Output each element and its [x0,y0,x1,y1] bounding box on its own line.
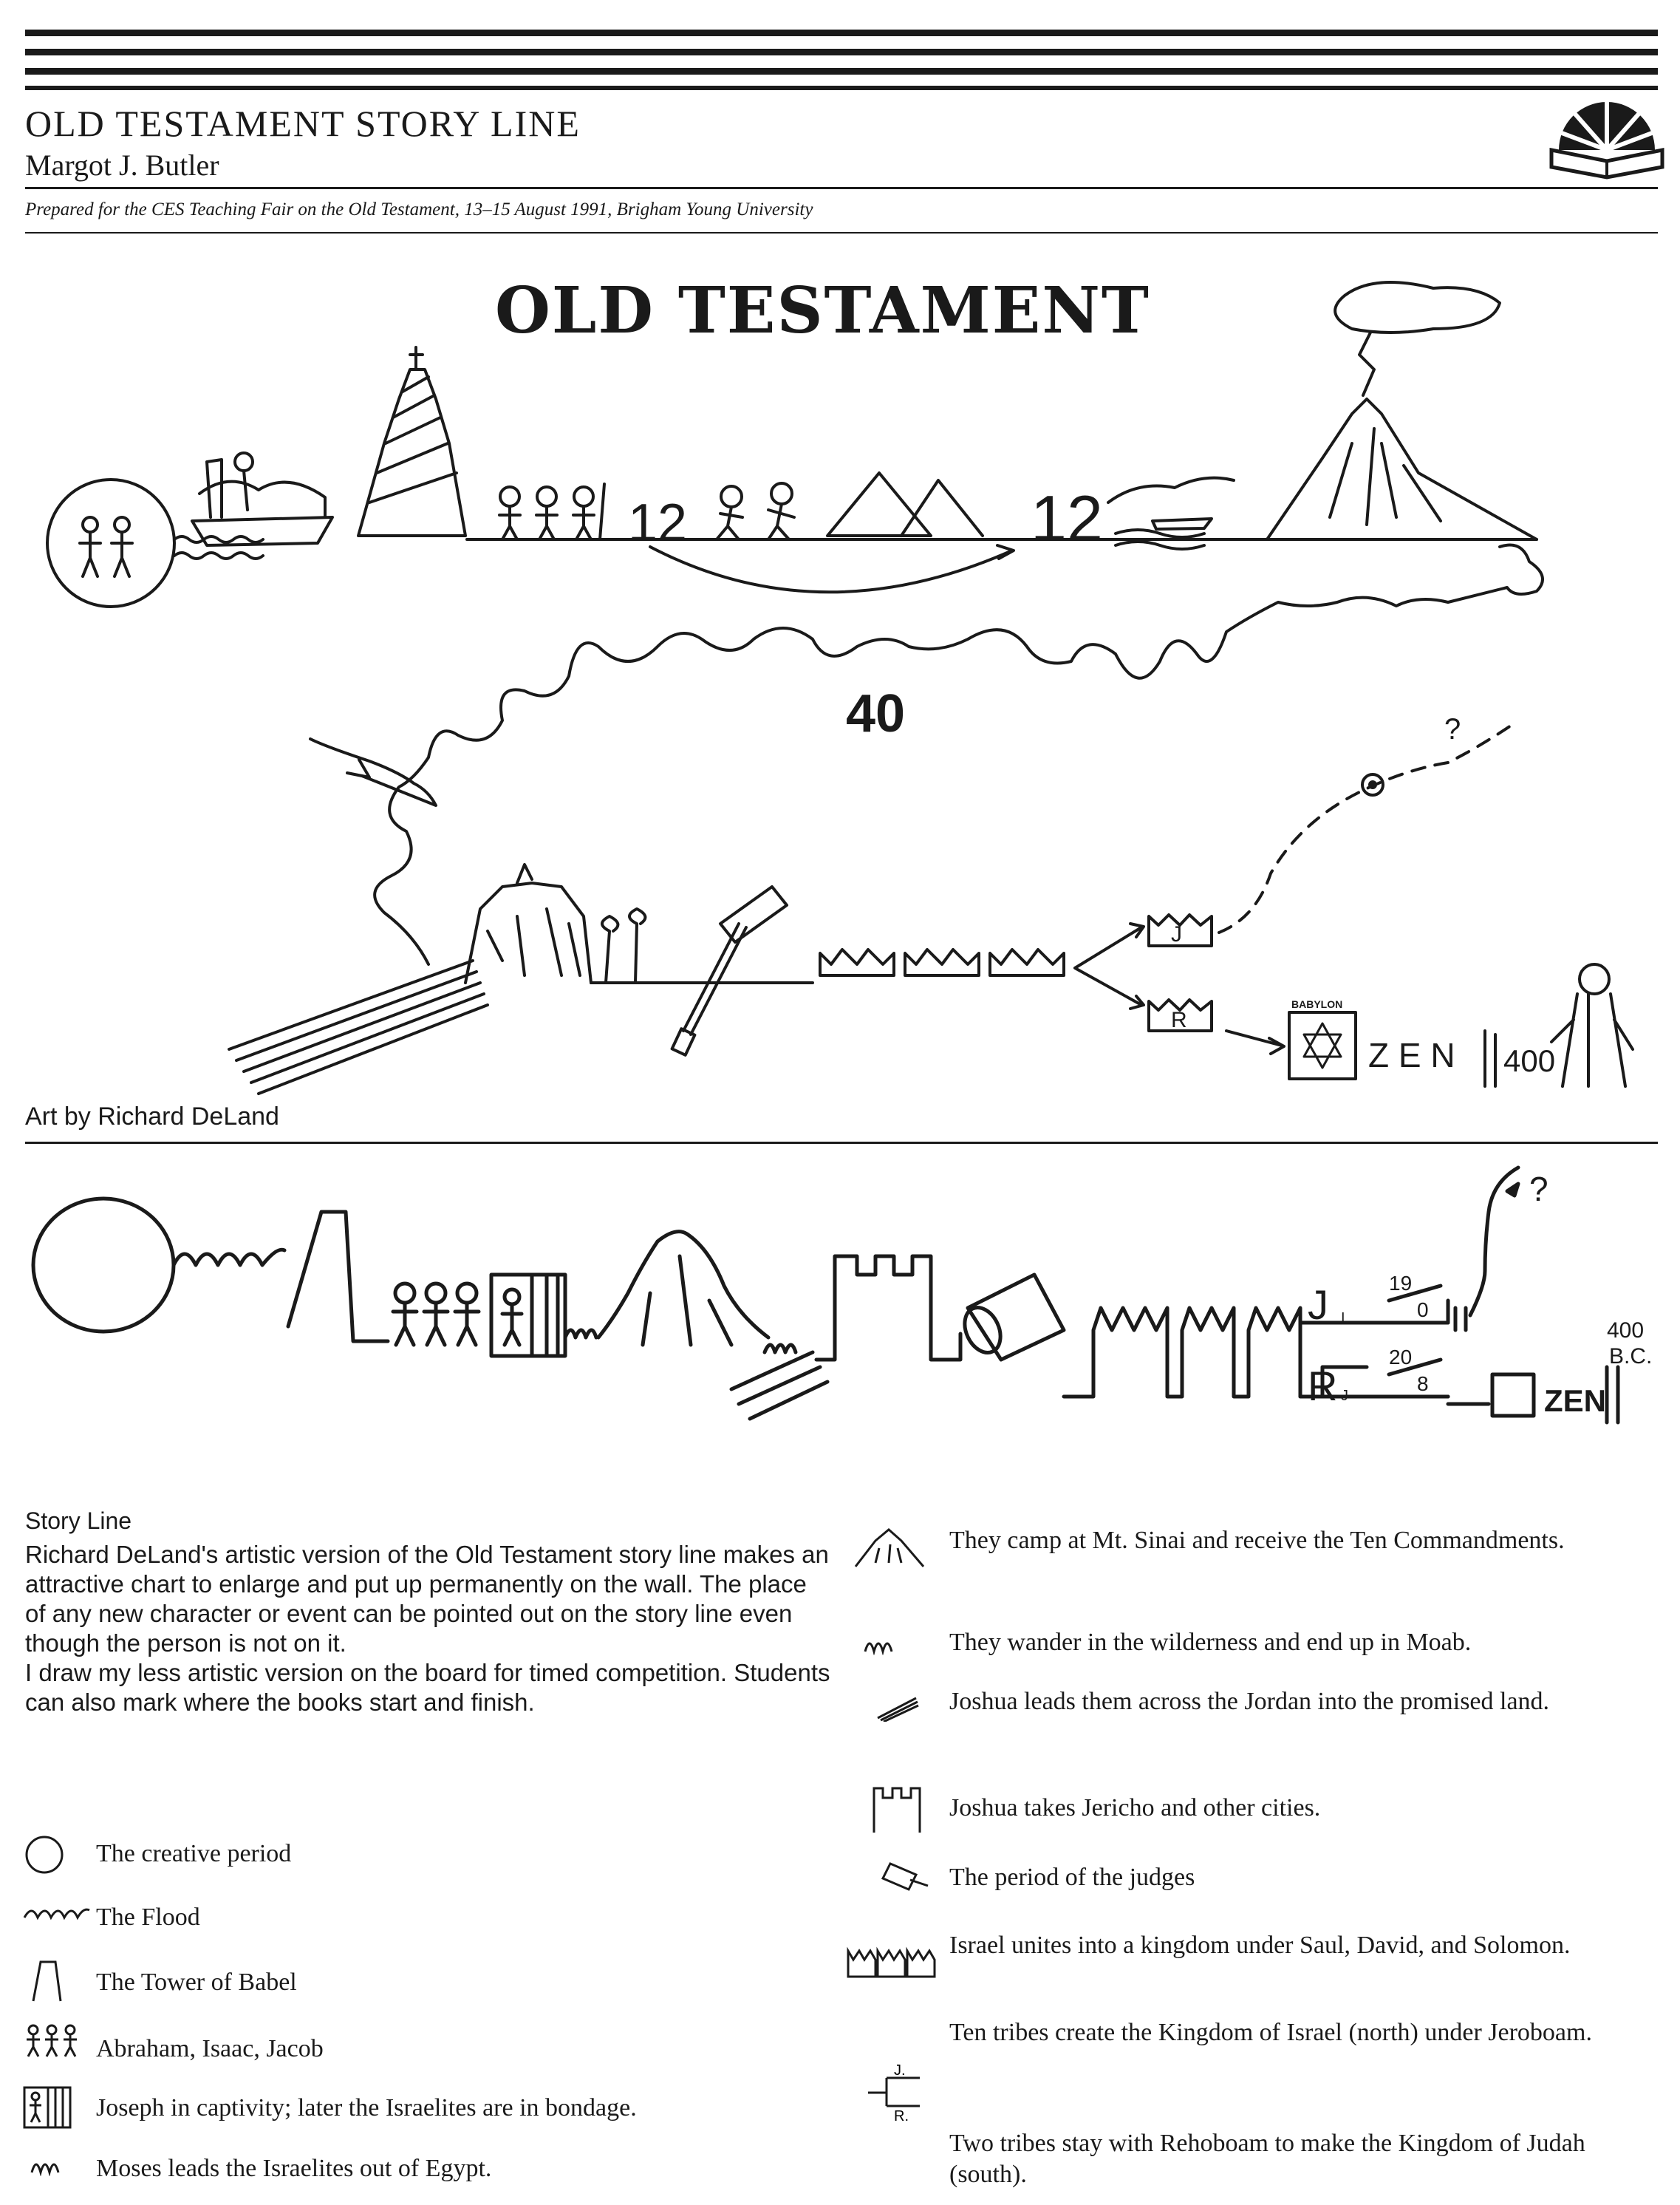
old-testament-illustration: 12 12 40 400 J R ? BABYLON Z E N [46,281,1634,1095]
three-crowns [819,948,1065,977]
legend-right-item: The period of the judges [949,1864,1195,1891]
crown-letter-j: J [1171,922,1182,947]
small-loops-icon [864,1642,893,1655]
story-paragraph-1: Richard DeLand's artistic version of the… [25,1541,829,1657]
jericho [464,863,647,984]
header-subtitle: Prepared for the CES Teaching Fair on th… [25,200,813,219]
header-rule-2 [25,49,1658,55]
story-j-fraction-top: 19 [1389,1272,1412,1295]
art-credit: Art by Richard DeLand [25,1102,279,1131]
babylon-box [1288,1011,1357,1080]
number-12-second: 12 [1031,482,1103,555]
number-40: 40 [846,684,905,743]
jesus-figure [1550,963,1634,1088]
waves-icon [23,1908,90,1921]
river-crossing-icon [877,1697,919,1722]
story-r-fraction-bottom: 8 [1417,1372,1429,1395]
legend-right-item: Joshua leads them across the Jordan into… [949,1688,1550,1715]
legend-left-item: Moses leads the Israelites out of Egypt. [96,2155,492,2182]
prison-bars-icon [23,2086,72,2129]
story-j-sub: I [1341,1310,1345,1326]
loops-icon [30,2163,60,2176]
header-rule-1 [25,30,1658,36]
circle-icon [25,1836,64,1874]
legend-right-item: Joshua takes Jericho and other cities. [949,1794,1321,1821]
header-rule-4 [25,86,1658,90]
story-line-body: Richard DeLand's artistic version of the… [25,1540,830,1717]
story-r-sub: J [1341,1388,1348,1404]
book-sunrise-icon [1549,100,1664,180]
story-zen-label: ZEN [1544,1383,1606,1418]
author-name: Margot J. Butler [25,149,219,182]
legend-left-item: The Flood [96,1904,200,1931]
mountain-icon [854,1528,925,1567]
document-title: OLD TESTAMENT STORY LINE [25,103,581,144]
story-j-label: J [1308,1281,1328,1328]
tower-of-babel [357,346,467,537]
illustration-divider [25,1142,1658,1144]
creation-circle [46,478,176,608]
legend-right-item: Two tribes stay with Rehoboam to make th… [949,2130,1585,2188]
mount-sinai [1266,281,1538,541]
legend-right-item: They wander in the wilderness and end up… [949,1629,1472,1656]
three-figures-icon [27,2024,77,2057]
header-rule-3 [25,68,1658,75]
story-paragraph-2: I draw my less artistic version on the b… [25,1659,830,1716]
gavel-icon [881,1862,929,1891]
subtitle-divider [25,232,1658,234]
tower-icon [32,1960,62,2002]
story-r-fraction-top: 20 [1389,1346,1412,1369]
svg-text:J.: J. [894,2062,906,2079]
legend-right-item: Israel unites into a kingdom under Saul,… [949,1932,1571,1959]
number-400: 400 [1503,1043,1555,1078]
crown-judah [1147,913,1213,947]
story-j-fraction-bottom: 0 [1417,1298,1429,1321]
three-crowns-icon [847,1946,936,1978]
three-patriarchs [498,483,606,541]
legend-left-item: The Tower of Babel [96,1969,297,1996]
ark-drawing [191,451,334,547]
illustration-title: OLD TESTAMENT [495,273,1150,348]
pyramids [826,471,984,537]
legend-left-item: The creative period [96,1840,292,1867]
crown-israel [1147,998,1213,1032]
story-r-label: R [1308,1363,1337,1409]
question-mark-illustration: ? [1444,713,1461,746]
header-divider [25,187,1658,189]
crown-letter-r: R [1171,1008,1187,1032]
story-line-heading: Story Line [25,1507,132,1534]
babylon-label: BABYLON [1291,998,1342,1010]
gavel [670,885,788,1057]
number-12-first: 12 [628,494,687,553]
legend-right-item: They camp at Mt. Sinai and receive the T… [949,1527,1565,1554]
kingdom-split-icon: J. R. [868,2062,920,2124]
story-end-label-top: 400 [1607,1318,1644,1343]
zen-label-illustration: Z E N [1368,1036,1455,1074]
city-wall-icon [873,1787,921,1833]
flood-waves [173,535,264,544]
legend-right-item: Ten tribes create the Kingdom of Israel … [949,2019,1592,2046]
story-question-mark: ? [1529,1170,1548,1208]
legend-left-item: Joseph in captivity; later the Israelite… [96,2094,637,2121]
legend-left-item: Abraham, Isaac, Jacob [96,2035,324,2062]
svg-text:R.: R. [894,2108,909,2124]
simple-storyline: J I R J 19 0 20 8 ? 400 B.C. ZEN [31,1165,1652,1425]
story-end-label-bottom: B.C. [1609,1344,1652,1369]
